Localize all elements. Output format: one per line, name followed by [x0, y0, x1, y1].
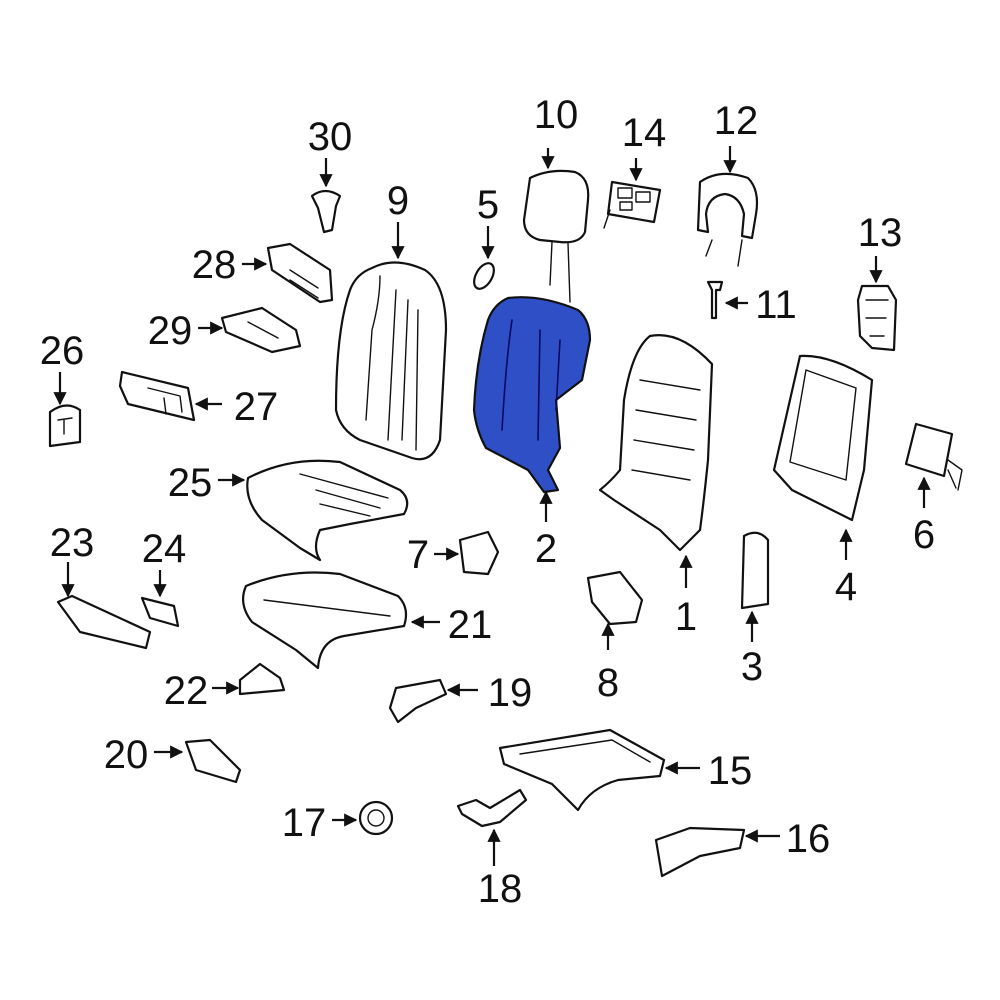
callout-18: 18: [478, 867, 523, 911]
callout-12: 12: [714, 99, 759, 143]
part-10-headrest[interactable]: [522, 169, 590, 303]
part-23-trim[interactable]: [56, 594, 152, 650]
callout-8: 8: [597, 661, 619, 705]
part-6-plate[interactable]: [904, 422, 963, 491]
callout-25: 25: [168, 461, 213, 505]
part-12-headrest-frame[interactable]: [696, 172, 759, 267]
part-30-push-pin[interactable]: [310, 189, 342, 234]
callout-6: 6: [913, 513, 935, 557]
callout-29: 29: [148, 309, 193, 353]
callout-labels: 1 2 3 4 5 6 7 8 9 10 11 12 13 14 15 16 1…: [40, 93, 935, 911]
callout-28: 28: [192, 243, 237, 287]
part-18-bracket[interactable]: [456, 788, 528, 828]
part-25-cushion-cover[interactable]: [246, 459, 409, 562]
part-8-motor[interactable]: [586, 570, 644, 626]
part-13-bracket[interactable]: [856, 284, 898, 352]
part-29-trim[interactable]: [220, 306, 302, 354]
callout-2: 2: [535, 527, 557, 571]
callout-27: 27: [234, 385, 279, 429]
callout-30: 30: [308, 115, 353, 159]
part-22-bracket[interactable]: [238, 662, 286, 696]
callout-21: 21: [448, 603, 493, 647]
callout-11: 11: [755, 283, 797, 327]
callout-16: 16: [786, 817, 831, 861]
callout-20: 20: [104, 733, 149, 777]
callout-7: 7: [407, 533, 429, 577]
part-1-seat-back-frame[interactable]: [598, 334, 714, 552]
callout-13: 13: [858, 211, 903, 255]
callout-24: 24: [142, 527, 187, 571]
part-7-sensor[interactable]: [458, 530, 500, 576]
callout-3: 3: [741, 645, 763, 689]
part-15-seat-pan[interactable]: [498, 728, 666, 812]
callout-26: 26: [40, 329, 85, 373]
callout-1: 1: [675, 595, 697, 639]
callout-arrows: [53, 146, 931, 866]
part-5-ring[interactable]: [470, 260, 498, 292]
callout-19: 19: [488, 671, 533, 715]
part-9-seat-back-cover[interactable]: [334, 261, 448, 461]
callout-15: 15: [708, 749, 753, 793]
part-28-switch[interactable]: [266, 242, 334, 304]
part-21-cushion-pad[interactable]: [241, 571, 408, 670]
part-2-seat-back-panel[interactable]: [472, 296, 592, 494]
part-20-bracket[interactable]: [184, 738, 242, 784]
callout-4: 4: [835, 565, 857, 609]
part-27-switch-cover[interactable]: [118, 370, 196, 422]
part-3-side-cover[interactable]: [740, 531, 770, 610]
part-14-switch-panel[interactable]: [603, 180, 662, 229]
callout-9: 9: [387, 179, 409, 223]
callout-23: 23: [50, 521, 95, 565]
callout-5: 5: [477, 183, 499, 227]
part-19-bracket[interactable]: [388, 678, 448, 724]
part-26-cap[interactable]: [48, 404, 82, 448]
part-11-clip[interactable]: [706, 280, 724, 320]
part-16-trim[interactable]: [654, 826, 746, 878]
callout-10: 10: [534, 93, 579, 137]
callout-14: 14: [622, 111, 667, 155]
callout-17: 17: [282, 801, 327, 845]
callout-22: 22: [164, 669, 209, 713]
part-24-clip[interactable]: [140, 596, 180, 628]
part-17-knob[interactable]: [358, 800, 394, 836]
part-4-rear-panel[interactable]: [772, 354, 874, 522]
